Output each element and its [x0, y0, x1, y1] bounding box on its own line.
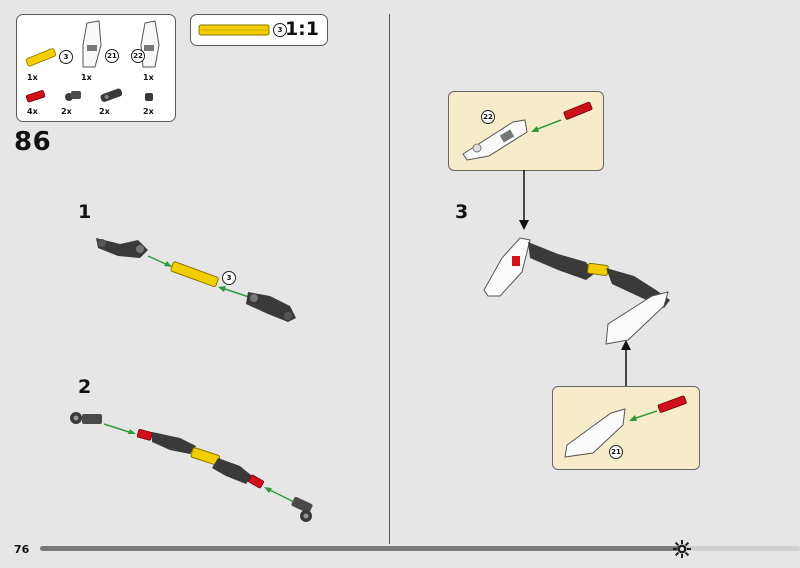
yellow-axle-part	[170, 261, 219, 288]
white-panel-22-part	[140, 20, 160, 68]
quantity-label: 2x	[99, 107, 110, 116]
scale-reference: 3 1:1	[190, 14, 328, 46]
progress-bar-fill	[40, 546, 686, 551]
yellow-axle-part	[25, 48, 57, 67]
red-axle-pin-part	[657, 395, 687, 413]
ref-badge: 3	[273, 23, 287, 37]
assembled-chain-part	[152, 432, 252, 484]
black-arrow-icon	[519, 170, 529, 230]
black-connector-part	[528, 242, 594, 280]
black-connector-b-part	[100, 88, 123, 102]
ref-badge: 3	[222, 271, 236, 285]
parts-list: 3 21 22 1x 1x 1x 4x 2x 2x 2x	[16, 14, 176, 122]
white-panel-22-part	[483, 237, 531, 297]
quantity-label: 1x	[81, 73, 92, 82]
substep-2-illustration	[70, 412, 313, 522]
red-axle-pin-part	[248, 474, 264, 489]
step-number: 86	[14, 127, 52, 157]
quantity-label: 1x	[27, 73, 38, 82]
parts-illustration	[25, 20, 160, 103]
scale-ratio: 1:1	[284, 18, 319, 40]
white-panel-21-part	[82, 20, 102, 68]
substep-number: 3	[455, 201, 469, 223]
yellow-axle-scale-icon	[198, 24, 270, 36]
black-end-connector-part	[291, 496, 313, 522]
ref-badge: 21	[105, 49, 119, 63]
yellow-axle-part	[587, 262, 609, 276]
callout-panel-21: 21	[552, 386, 700, 470]
quantity-label: 2x	[61, 107, 72, 116]
black-bush-part	[145, 93, 153, 101]
green-arrow-icon	[531, 119, 562, 132]
black-connector-part	[96, 238, 148, 258]
sun-gear-icon	[673, 540, 691, 558]
quantity-label: 4x	[27, 107, 38, 116]
white-panel-21-part	[605, 291, 669, 345]
substep-3-illustration	[483, 170, 670, 386]
page-number: 76	[14, 543, 30, 556]
substep-1-illustration	[96, 238, 296, 322]
green-arrow-icon	[147, 255, 172, 267]
red-axle-pin-part	[136, 429, 153, 441]
black-end-connector-part	[70, 412, 102, 424]
red-axle-pin-part	[512, 256, 520, 266]
black-connector-part	[246, 292, 296, 322]
black-arrow-icon	[621, 340, 631, 386]
ref-badge: 3	[59, 50, 73, 64]
progress-bar	[40, 546, 800, 551]
substep-number: 2	[78, 376, 92, 398]
ref-badge: 22	[131, 49, 145, 63]
green-arrow-icon	[629, 410, 658, 421]
green-arrow-icon	[218, 286, 253, 299]
substep-number: 1	[78, 201, 92, 223]
callout-panel-22: 22	[448, 91, 604, 171]
ref-badge: 21	[609, 445, 623, 459]
quantity-label: 2x	[143, 107, 154, 116]
ref-badge: 22	[481, 110, 495, 124]
black-connector-a-part	[65, 91, 81, 101]
red-axle-pin-part	[25, 90, 46, 103]
green-arrow-icon	[103, 423, 136, 434]
green-arrow-icon	[264, 487, 295, 503]
page-divider	[389, 14, 390, 544]
callout-22-illustration	[462, 101, 593, 161]
callout-21-illustration	[564, 395, 687, 458]
red-axle-pin-part	[563, 101, 593, 120]
quantity-label: 1x	[143, 73, 154, 82]
